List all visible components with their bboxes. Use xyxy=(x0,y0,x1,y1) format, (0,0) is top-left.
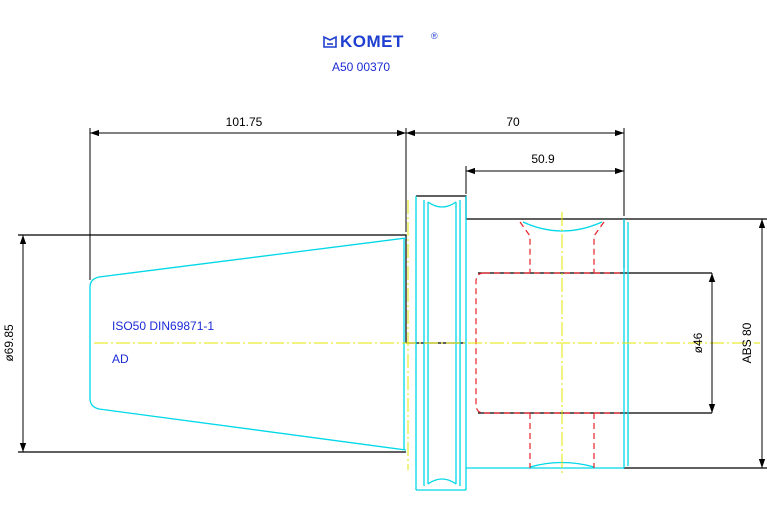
brand-registered-mark: ® xyxy=(431,31,438,41)
brand-logo: KOMET ® xyxy=(323,31,438,51)
dimension-lines xyxy=(19,129,766,468)
coolant-label: AD xyxy=(112,352,129,366)
dim-bore-depth: 50.9 xyxy=(531,152,555,166)
komet-logo-icon xyxy=(323,35,337,48)
extension-lines xyxy=(89,128,625,280)
dim-taper-length: 101.75 xyxy=(226,115,263,129)
dim-bore-diameter: ø46 xyxy=(691,332,705,353)
dim-outer-diameter: ABS 80 xyxy=(740,322,754,363)
part-number: A50 00370 xyxy=(332,60,390,74)
centerlines xyxy=(94,200,760,474)
dim-flange-to-end: 70 xyxy=(506,115,520,129)
hidden-lines xyxy=(475,221,624,468)
standard-label: ISO50 DIN69871-1 xyxy=(112,319,214,333)
brand-name: KOMET xyxy=(340,32,404,51)
dim-taper-diameter: ø69.85 xyxy=(2,324,16,362)
